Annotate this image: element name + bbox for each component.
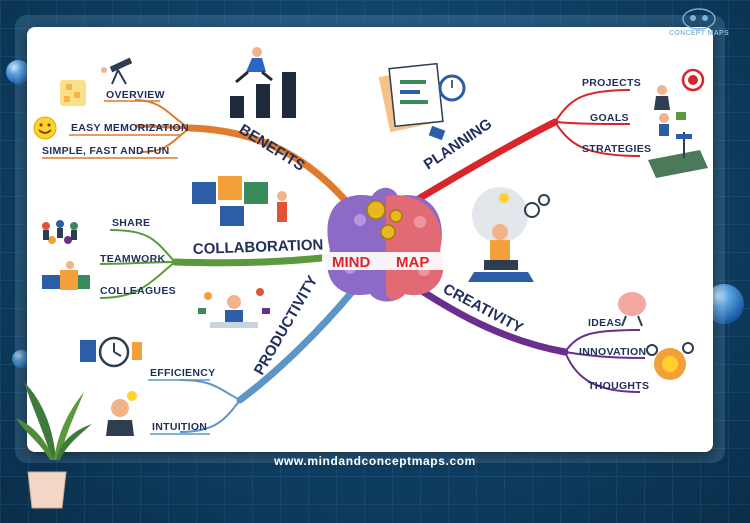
leaf-easy-memorization: EASY MEMORIZATION <box>71 122 189 134</box>
target-icon <box>654 68 705 110</box>
thinking-man-illustration <box>106 391 137 436</box>
logo-mark-icon <box>682 8 716 30</box>
leaf-ideas: IDEAS <box>588 317 622 329</box>
logo-text: CONCEPT MAPS <box>669 30 729 37</box>
leaf-overview: OVERVIEW <box>106 89 165 101</box>
leaf-simple-fast-fun: SIMPLE, FAST AND FUN <box>42 145 170 157</box>
branch-creativity <box>401 276 646 393</box>
leaf-teamwork: TEAMWORK <box>100 253 166 265</box>
center-banner <box>322 252 454 270</box>
center-word-map: MAP <box>396 254 429 271</box>
goal-person-illustration <box>659 112 686 136</box>
branch-label-planning: PLANNING <box>421 115 495 173</box>
brand-logo: CONCEPT MAPS <box>656 6 742 42</box>
telescope-illustration <box>101 57 133 85</box>
plant-leaves-icon <box>16 382 92 460</box>
sphere-small-left-decoration <box>12 350 30 368</box>
lightbulb-gears-illustration <box>646 342 694 380</box>
branch-label-benefits: BENEFITS <box>236 121 308 175</box>
puzzle-team-illustration <box>192 176 287 226</box>
clock-icon <box>80 336 142 368</box>
sphere-left-decoration <box>6 60 30 84</box>
center-word-mind: MIND <box>332 254 370 271</box>
branch-benefits <box>42 99 349 204</box>
leaf-strategies: STRATEGIES <box>582 143 651 155</box>
plant-pot-decoration <box>24 452 70 510</box>
leaf-share: SHARE <box>112 217 150 229</box>
smiley-icon <box>33 116 57 140</box>
footer-website-url[interactable]: www.mindandconceptmaps.com <box>274 454 476 468</box>
leaf-goals: GOALS <box>590 112 629 124</box>
center-brain <box>327 187 444 302</box>
colleagues-illustration <box>42 261 90 290</box>
planning-documents-illustration <box>378 62 466 141</box>
leaf-intuition: INTUITION <box>152 421 207 433</box>
plant-icon <box>27 471 67 509</box>
brain-character-illustration <box>618 292 646 327</box>
stairs-illustration <box>230 47 296 118</box>
multitask-person-illustration <box>198 288 270 328</box>
branch-label-collaboration: COLLABORATION <box>193 236 324 258</box>
leaf-innovation: INNOVATION <box>579 346 646 358</box>
leaf-thoughts: THOUGHTS <box>588 380 649 392</box>
sticky-notes-illustration <box>60 80 86 106</box>
strategy-signpost-illustration <box>648 132 708 178</box>
branch-productivity <box>148 288 356 435</box>
leaf-colleagues: COLLEAGUES <box>100 285 176 297</box>
leaf-projects: PROJECTS <box>582 77 641 89</box>
people-network-illustration <box>42 220 78 244</box>
leaf-efficiency: EFFICIENCY <box>150 367 215 379</box>
laptop-person-illustration <box>468 187 550 282</box>
